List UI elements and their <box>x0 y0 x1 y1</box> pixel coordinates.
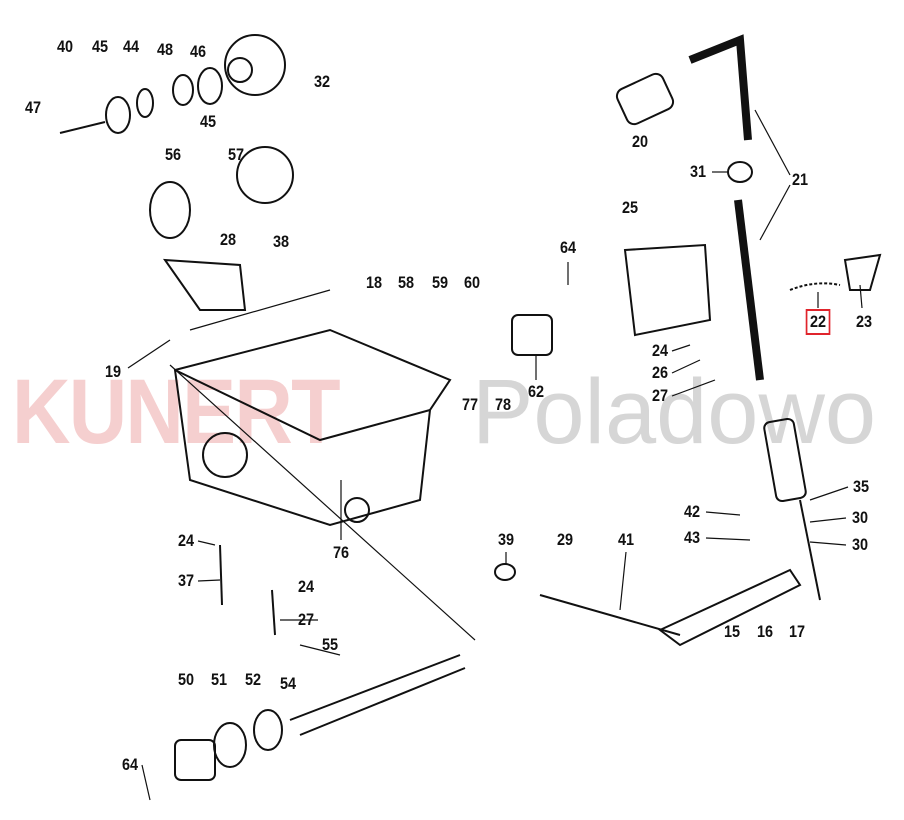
callout-label-44: 44 <box>122 37 140 56</box>
cover-62 <box>511 314 553 356</box>
callout-label-24: 24 <box>651 341 669 360</box>
callout-label-76: 76 <box>332 543 350 562</box>
bushing-31 <box>727 161 753 183</box>
callout-label-23: 23 <box>855 312 873 331</box>
rod-35 <box>799 499 821 601</box>
callout-label-54: 54 <box>279 674 297 693</box>
callout-label-45: 45 <box>91 37 109 56</box>
bracket-25 <box>623 243 712 337</box>
watermark-place: Poladowo <box>472 361 877 463</box>
gear-57 <box>236 146 294 204</box>
callout-label-77: 77 <box>461 395 479 414</box>
callout-label-18: 18 <box>365 273 383 292</box>
lever-21-top <box>688 34 752 141</box>
gear-32-hub <box>227 57 253 83</box>
callout-label-38: 38 <box>272 232 290 251</box>
callout-label-27: 27 <box>651 386 669 405</box>
callout-label-56: 56 <box>164 145 182 164</box>
callout-label-32: 32 <box>313 72 331 91</box>
seal-51 <box>213 722 247 768</box>
bolt-37 <box>219 544 223 606</box>
plate-23 <box>843 253 882 291</box>
callout-label-37: 37 <box>177 571 195 590</box>
callout-label-43: 43 <box>683 528 701 547</box>
callout-label-19: 19 <box>104 362 122 381</box>
callout-label-20: 20 <box>631 132 649 151</box>
callout-label-51: 51 <box>210 670 228 689</box>
washer-44 <box>136 88 154 118</box>
callout-label-26: 26 <box>651 363 669 382</box>
callout-label-17: 17 <box>788 622 806 641</box>
callout-label-40: 40 <box>56 37 74 56</box>
callout-label-35: 35 <box>852 477 870 496</box>
callout-label-27: 27 <box>297 610 315 629</box>
callout-label-57: 57 <box>227 145 245 164</box>
housing-lug <box>344 497 370 523</box>
spring-22 <box>789 282 841 291</box>
callout-label-28: 28 <box>219 230 237 249</box>
tube-35 <box>763 417 807 503</box>
callout-label-62: 62 <box>527 382 545 401</box>
lever-21-rod <box>734 199 764 381</box>
callout-label-24: 24 <box>177 531 195 550</box>
housing-76 <box>173 328 452 527</box>
callout-label-30: 30 <box>851 508 869 527</box>
callout-label-55: 55 <box>321 635 339 654</box>
leader-lines <box>127 109 863 801</box>
callout-label-59: 59 <box>431 273 449 292</box>
callout-label-64: 64 <box>559 238 577 257</box>
callout-label-48: 48 <box>156 40 174 59</box>
gear-32 <box>224 34 286 96</box>
callout-label-47: 47 <box>24 98 42 117</box>
callout-label-52: 52 <box>244 670 262 689</box>
housing-edge <box>174 369 431 442</box>
callout-label-15: 15 <box>723 622 741 641</box>
shaft-41 <box>539 594 681 636</box>
ring-46 <box>172 74 194 106</box>
callout-label-42: 42 <box>683 502 701 521</box>
bolt-27 <box>271 589 276 636</box>
hub-56 <box>149 181 191 239</box>
callout-label-46: 46 <box>189 42 207 61</box>
bearing-45b <box>197 67 223 105</box>
bearing-54 <box>253 709 283 751</box>
lever-41 <box>658 568 802 647</box>
callout-label-45: 45 <box>199 112 217 131</box>
callout-label-41: 41 <box>617 530 635 549</box>
callout-label-64: 64 <box>121 755 139 774</box>
callout-label-21: 21 <box>791 170 809 189</box>
housing-bore <box>202 432 248 478</box>
callout-label-29: 29 <box>556 530 574 549</box>
callout-label-16: 16 <box>756 622 774 641</box>
fork-38 <box>162 258 247 311</box>
shaft-55 <box>289 654 466 736</box>
bearing-45 <box>105 96 131 134</box>
pin-47 <box>59 121 106 134</box>
callout-label-24: 24 <box>297 577 315 596</box>
knob-20 <box>615 72 675 126</box>
callout-label-30: 30 <box>851 535 869 554</box>
callout-label-22: 22 <box>805 309 831 335</box>
callout-label-60: 60 <box>463 273 481 292</box>
callout-label-39: 39 <box>497 530 515 549</box>
flange-50 <box>174 739 216 781</box>
callout-label-78: 78 <box>494 395 512 414</box>
washer-39 <box>494 563 516 581</box>
callout-label-50: 50 <box>177 670 195 689</box>
callout-label-31: 31 <box>689 162 707 181</box>
callout-label-25: 25 <box>621 198 639 217</box>
callout-label-58: 58 <box>397 273 415 292</box>
